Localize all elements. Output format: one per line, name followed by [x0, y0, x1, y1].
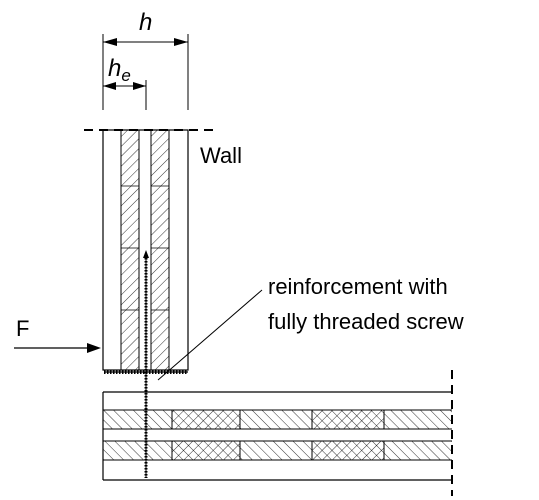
- slab-panel: [102, 391, 452, 481]
- annotation-leader-line: [157, 289, 263, 381]
- annotation-line1: reinforcement with: [268, 274, 448, 299]
- wall-label: Wall: [200, 143, 242, 168]
- force-label: F: [16, 316, 29, 341]
- dimension-h: [102, 34, 189, 110]
- dimension-he: [103, 80, 147, 110]
- dimension-he-label: he: [108, 55, 131, 85]
- annotation-line2: fully threaded screw: [268, 309, 464, 334]
- force-arrow: [14, 343, 101, 353]
- dimension-h-label: h: [139, 9, 152, 36]
- vertical-screw: [143, 250, 149, 478]
